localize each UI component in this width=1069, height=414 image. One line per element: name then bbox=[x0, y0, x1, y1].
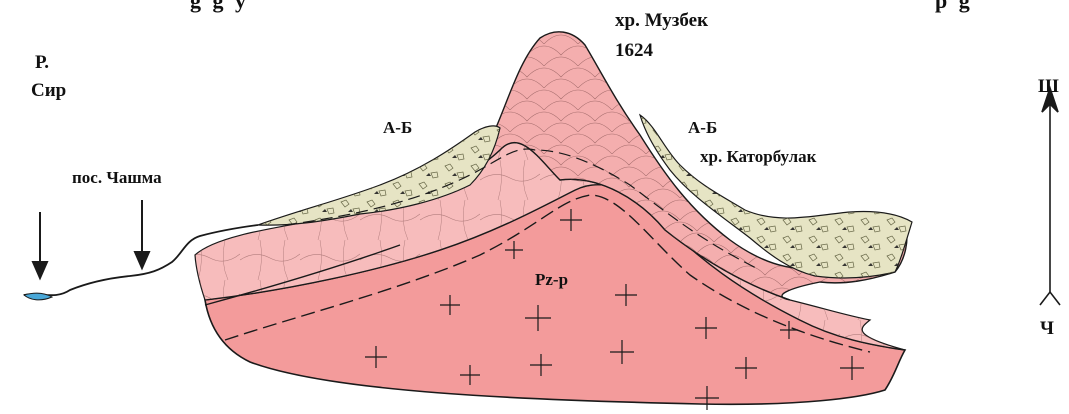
village-label: пос. Чашма bbox=[72, 168, 162, 188]
north-south-arrow-icon bbox=[1040, 88, 1060, 305]
ridge-muzbek-label: хр. Музбек bbox=[615, 10, 708, 32]
deposit-left-label: А-Б bbox=[383, 118, 412, 138]
deposit-right-label: А-Б bbox=[688, 118, 717, 138]
elevation-label: 1624 bbox=[615, 40, 653, 62]
ridge-katorbulak-label: хр. Каторбулак bbox=[700, 147, 816, 167]
down-arrow-icon bbox=[135, 200, 149, 268]
river-label: Р. bbox=[35, 52, 49, 74]
intrusion-label: Pz-p bbox=[535, 270, 568, 290]
down-arrow-icon bbox=[33, 212, 47, 278]
north-label: Ш bbox=[1038, 76, 1059, 98]
south-label: Ч bbox=[1040, 318, 1054, 340]
river-name-label: Сир bbox=[31, 80, 66, 102]
